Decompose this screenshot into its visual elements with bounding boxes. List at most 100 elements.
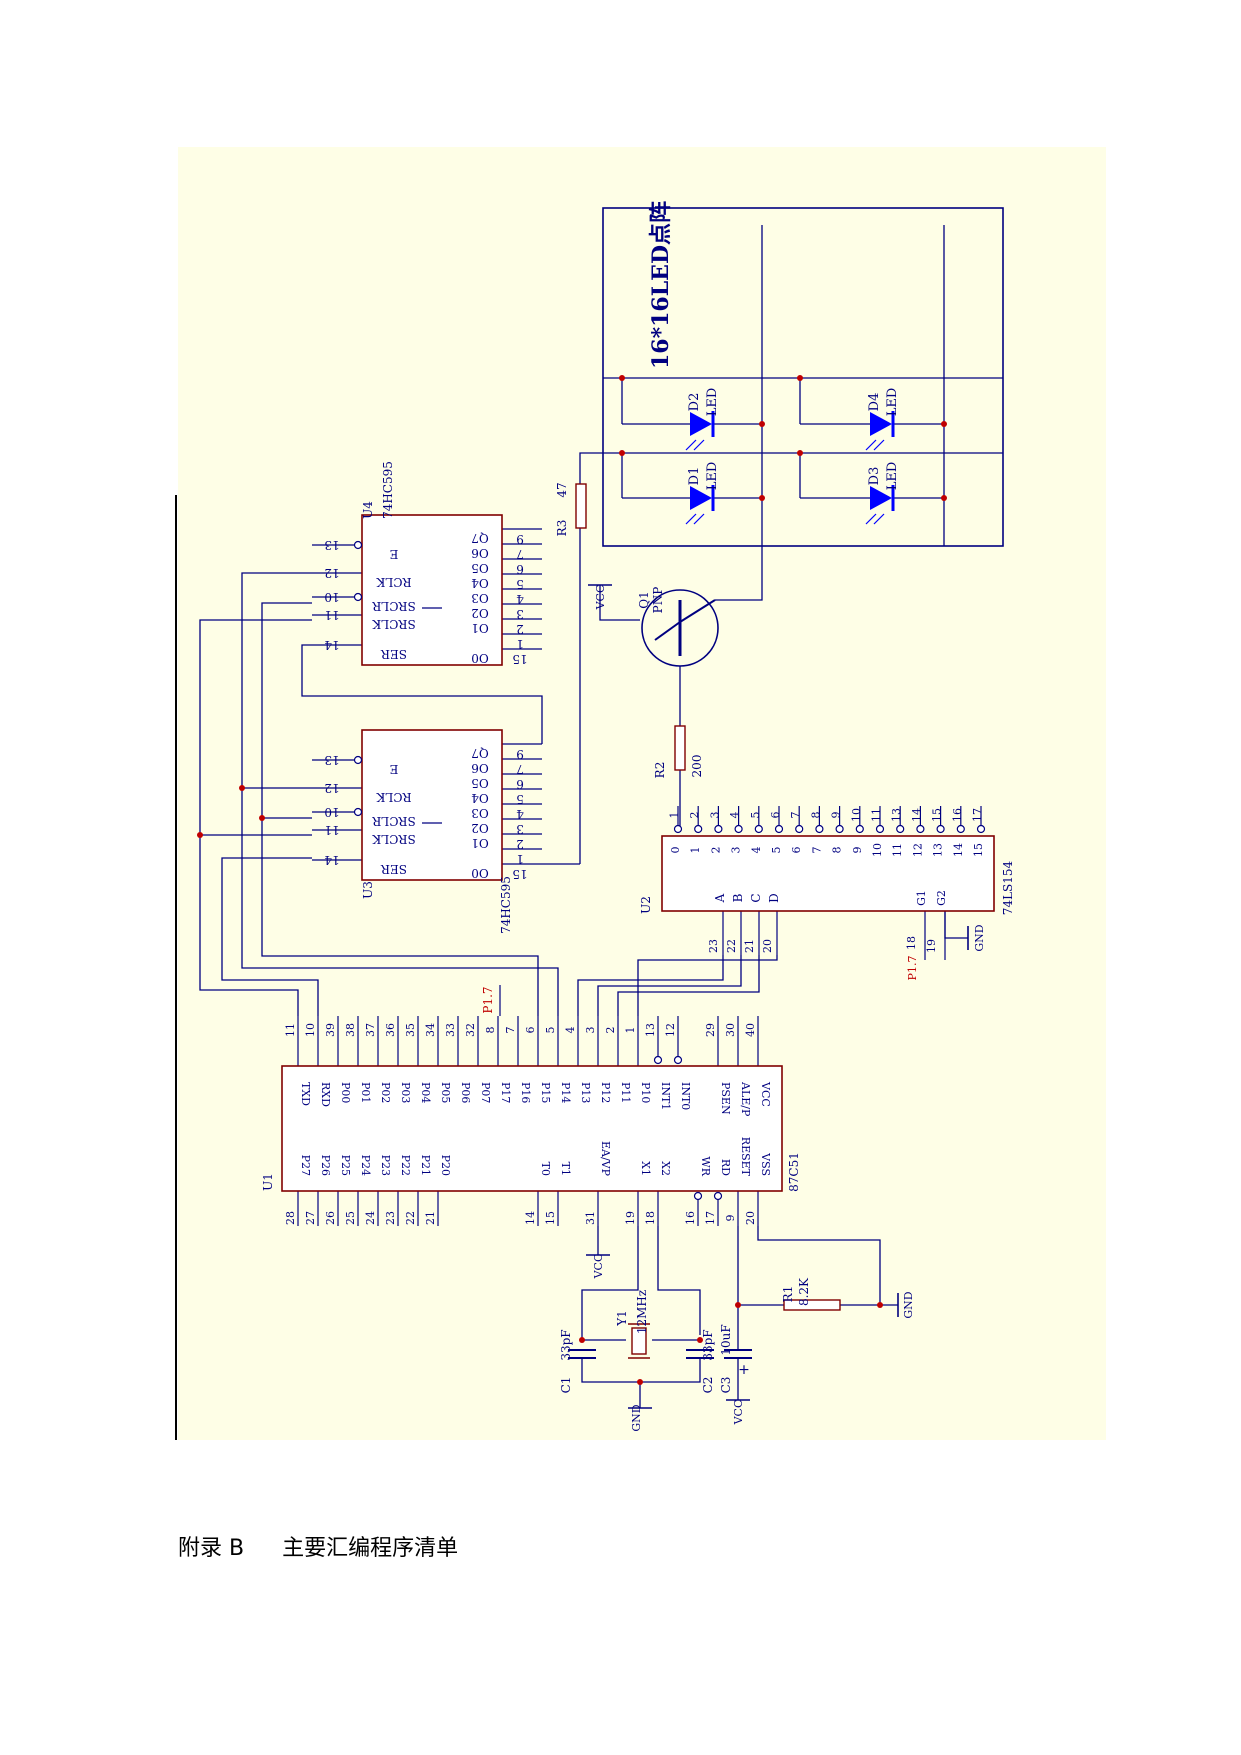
x1-wire bbox=[581, 1226, 639, 1310]
pin-bubble bbox=[713, 1191, 723, 1201]
r3-body bbox=[575, 483, 587, 529]
rxd-to-u3-ser bbox=[221, 857, 319, 1016]
mcu-pin-num: 15 bbox=[544, 1211, 557, 1225]
hc595-pin-num: 2 bbox=[516, 622, 524, 636]
vcc-label: VCC bbox=[592, 1254, 605, 1280]
mcu-pin-num: 17 bbox=[704, 1211, 717, 1225]
mcu-pin-num: 28 bbox=[284, 1211, 297, 1225]
led-triangle bbox=[870, 412, 892, 436]
hc595-pin-num: 15 bbox=[512, 652, 527, 666]
mcu-pin-name: VCC bbox=[759, 1081, 772, 1107]
pin-bubble bbox=[976, 824, 986, 834]
ls154-pin-name: G1 bbox=[915, 890, 928, 906]
led-matrix-frame bbox=[602, 207, 1004, 547]
junction-dot bbox=[797, 450, 803, 456]
led-ray bbox=[873, 439, 885, 451]
hc595-pin-name: O3 bbox=[471, 591, 488, 605]
q1-emitter bbox=[654, 621, 681, 641]
led-ref: D3 bbox=[867, 467, 882, 486]
hc595-pin-num: 11 bbox=[324, 608, 339, 622]
mcu-pin-name: P22 bbox=[399, 1155, 412, 1176]
mcu-pin-num: 18 bbox=[644, 1211, 657, 1225]
mcu-pin-name: P23 bbox=[379, 1155, 392, 1176]
hc595-pin-name: E bbox=[390, 547, 399, 561]
appendix-title: 主要汇编程序清单 bbox=[282, 1536, 459, 1561]
hc595-pin-num: 7 bbox=[516, 547, 524, 561]
hc595-pin-num: 4 bbox=[516, 807, 524, 821]
ls154-ref: U2 bbox=[639, 896, 653, 914]
p12-to-b bbox=[597, 955, 742, 1016]
mcu-pin-name: VSS bbox=[759, 1152, 772, 1176]
pin-bubble bbox=[353, 755, 363, 765]
mcu-pin-name: P24 bbox=[359, 1155, 372, 1176]
hc595-pin-num: 14 bbox=[324, 853, 340, 867]
mcu-pin-num: 1 bbox=[624, 1027, 637, 1034]
mcu-pin-name: P00 bbox=[339, 1082, 352, 1103]
ls154-pin-name: 0 bbox=[669, 847, 682, 854]
ls154-pin-num: 10 bbox=[850, 808, 863, 822]
hc595-pin-name: O6 bbox=[471, 761, 488, 775]
ls154-pin-num: 6 bbox=[769, 812, 782, 819]
serial-chain bbox=[301, 644, 543, 744]
mcu-pin-name: X2 bbox=[659, 1161, 672, 1176]
mcu-pin-name: P16 bbox=[519, 1082, 532, 1103]
ls154-pin-num: 21 bbox=[743, 939, 756, 953]
ls154-pin-name: 5 bbox=[770, 847, 783, 854]
schematic-panel bbox=[178, 147, 1106, 1440]
hc595-pin-num: 14 bbox=[324, 638, 340, 652]
hc595-pin-num: 9 bbox=[516, 532, 524, 546]
ls154-pin-name: C bbox=[749, 893, 763, 902]
pin-bubble bbox=[936, 824, 945, 834]
ls154-pin-name: A bbox=[713, 893, 727, 903]
mcu-pin-name: RESET bbox=[739, 1137, 752, 1177]
mcu-pin-num: 39 bbox=[324, 1023, 337, 1037]
led-ray bbox=[865, 439, 877, 451]
mcu-pin-name: P27 bbox=[299, 1155, 312, 1176]
ls154-pin-name: 12 bbox=[911, 843, 924, 857]
mcu-pin-name: P04 bbox=[419, 1082, 432, 1103]
pin-bubble bbox=[896, 824, 905, 834]
mcu-pin-num: 11 bbox=[284, 1023, 297, 1037]
hc595-pin-name: O0 bbox=[471, 651, 488, 665]
junction-dot bbox=[619, 375, 625, 381]
led-ref: D2 bbox=[687, 393, 702, 412]
crystal-value: 12MHz bbox=[635, 1290, 649, 1334]
c2-value: 33pF bbox=[701, 1329, 715, 1360]
ls154-part: 74LS154 bbox=[1001, 860, 1015, 915]
pin-bubble bbox=[353, 807, 363, 817]
mcu-pin-name: P06 bbox=[459, 1082, 472, 1103]
ls154-pin-name: 8 bbox=[831, 847, 844, 854]
led-ray bbox=[685, 513, 697, 525]
ls154-pin-name: 13 bbox=[932, 843, 945, 857]
junction-dot bbox=[239, 785, 245, 791]
mcu-pin-name: P01 bbox=[359, 1082, 372, 1103]
hc595-pin-name: O4 bbox=[471, 791, 489, 805]
ls154-pin-num: 9 bbox=[830, 812, 843, 819]
mcu-pin-name: P25 bbox=[339, 1155, 352, 1176]
appendix-label: 附录 B bbox=[178, 1536, 245, 1561]
q1-type: PNP bbox=[651, 587, 665, 614]
hc595-pin-name: Q7 bbox=[471, 531, 488, 545]
mcu-pin-name: P11 bbox=[619, 1082, 632, 1103]
junction-dot bbox=[941, 495, 947, 501]
hc595-part: 74HC595 bbox=[381, 461, 395, 519]
ls154-pin-num: 13 bbox=[890, 808, 903, 822]
r2-ref: R2 bbox=[653, 762, 667, 779]
matrix-title: 16*16LED点阵 bbox=[648, 201, 674, 369]
pin-bubble bbox=[734, 824, 743, 834]
r3-feed bbox=[579, 452, 603, 864]
led-ref: D1 bbox=[687, 467, 702, 486]
c3-ref: C3 bbox=[719, 1377, 733, 1394]
ls154-pin-name: D bbox=[767, 893, 781, 903]
q1-vcc-wire bbox=[599, 585, 640, 621]
mcu-pin-name: P26 bbox=[319, 1155, 332, 1176]
hc595-pin-name: O5 bbox=[471, 776, 488, 790]
ls154-pin-num: 8 bbox=[809, 812, 822, 819]
g2-gnd-wire bbox=[944, 911, 968, 939]
junction-dot bbox=[759, 495, 765, 501]
pin-bubble bbox=[673, 824, 683, 834]
junction-dot bbox=[197, 832, 203, 838]
ls154-pin-name: G2 bbox=[935, 890, 948, 906]
crystal-body bbox=[631, 1327, 647, 1355]
mcu-pin-name: P15 bbox=[539, 1082, 552, 1103]
